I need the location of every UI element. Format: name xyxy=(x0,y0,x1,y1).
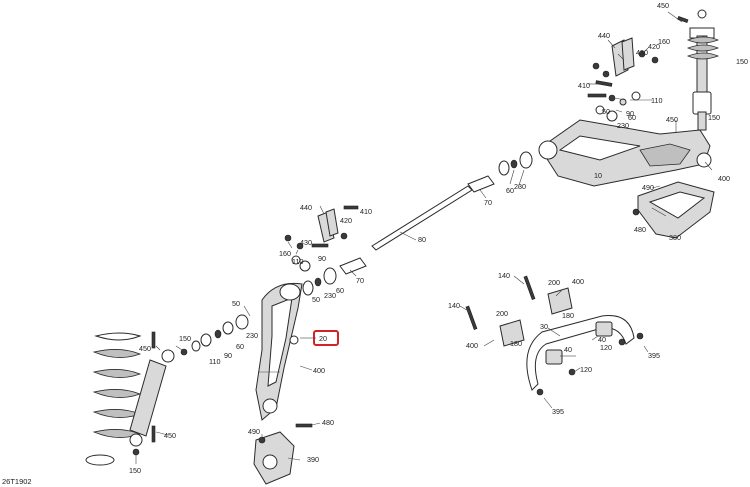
callout-50-left: 50 xyxy=(312,295,320,304)
callout-70-top: 70 xyxy=(484,198,492,207)
callout-200-b: 200 xyxy=(496,309,508,318)
callout-230-arm: 230 xyxy=(246,331,258,340)
lower-shock-spring xyxy=(85,332,142,466)
callout-120-b: 120 xyxy=(580,365,592,374)
callout-400-top: 400 xyxy=(718,174,730,183)
callout-490-knuckle: 490 xyxy=(248,427,260,436)
callout-160-top: 160 xyxy=(658,37,670,46)
callout-80: 80 xyxy=(418,235,426,244)
callout-60-arm: 60 xyxy=(236,342,244,351)
sleeve-70-right xyxy=(467,175,495,193)
callout-400-sway-a: 400 xyxy=(572,277,584,286)
knuckle-390 xyxy=(253,423,313,485)
callout-230-top: 230 xyxy=(617,121,629,130)
callout-90-arm: 90 xyxy=(224,351,232,360)
callout-50-arm: 50 xyxy=(232,299,240,308)
callout-30: 30 xyxy=(540,322,548,331)
skid-plate-380 xyxy=(632,181,715,239)
callout-400-arm: 400 xyxy=(313,366,325,375)
upper-bracket-assembly-right xyxy=(587,37,659,122)
callout-450-low: 450 xyxy=(164,431,176,440)
upper-bracket-assembly-left xyxy=(284,205,359,272)
callout-440-top: 440 xyxy=(598,31,610,40)
bushing-stack-right xyxy=(498,151,533,176)
diagram-code: 26T1902 xyxy=(2,477,32,486)
sleeve-70-left xyxy=(339,257,367,275)
shock-bolt-hardware xyxy=(132,331,188,456)
callout-160-left: 160 xyxy=(279,249,291,258)
callout-395-b: 395 xyxy=(552,407,564,416)
callout-10: 10 xyxy=(594,171,602,180)
callout-20: 20 xyxy=(319,334,327,343)
callout-380: 380 xyxy=(669,233,681,242)
callout-450-shock: 450 xyxy=(139,344,151,353)
callout-420-top: 420 xyxy=(648,42,660,51)
callout-450-top: 450 xyxy=(657,1,669,10)
callout-90-left: 90 xyxy=(318,254,326,263)
callout-440-left: 440 xyxy=(300,203,312,212)
callout-430-top: 430 xyxy=(636,48,648,57)
callout-150-mid: 150 xyxy=(708,113,720,122)
callout-40-b: 40 xyxy=(564,345,572,354)
callout-390: 390 xyxy=(307,455,319,464)
callout-110-left: 110 xyxy=(292,257,303,266)
callout-180-a: 180 xyxy=(562,311,574,320)
callout-180-b: 180 xyxy=(510,339,522,348)
bolt-450-top-right xyxy=(667,11,689,23)
trailing-arm-20 xyxy=(255,282,303,421)
callout-90-top: 90 xyxy=(626,109,634,118)
sway-bar-30 xyxy=(526,314,635,391)
callout-430-left: 430 xyxy=(300,238,312,247)
callout-395-a: 395 xyxy=(648,351,660,360)
callout-150-shock: 150 xyxy=(179,334,191,343)
callout-60-mid: 60 xyxy=(506,186,514,195)
sway-bar-nuts-120 xyxy=(536,332,644,396)
callout-490-top: 490 xyxy=(642,183,654,192)
bushing-stack-left xyxy=(302,267,337,296)
rear-shock-absorber-top xyxy=(686,9,720,131)
callout-150-top: 150 xyxy=(736,57,748,66)
sway-bar-brackets-180 xyxy=(499,287,573,347)
callout-110-top: 110 xyxy=(651,96,662,105)
callout-60-top: 60 xyxy=(628,113,636,122)
callout-40-a: 40 xyxy=(598,335,606,344)
sway-bar-bolts-140 xyxy=(465,275,536,331)
callout-410-top: 410 xyxy=(578,81,590,90)
arm-bushing-stack xyxy=(191,314,249,352)
lower-shock-body xyxy=(129,349,175,447)
callout-450-mid: 450 xyxy=(666,115,678,124)
callout-60-left: 60 xyxy=(336,286,344,295)
callout-70-left: 70 xyxy=(356,276,364,285)
callout-400-sway-b: 400 xyxy=(466,341,478,350)
callout-50-top: 50 xyxy=(602,107,610,116)
callout-140-b: 140 xyxy=(448,301,460,310)
callout-leaders xyxy=(135,39,713,464)
upper-a-arm-right xyxy=(538,119,712,187)
callout-480-knuckle: 480 xyxy=(322,418,334,427)
callout-480-top: 480 xyxy=(634,225,646,234)
callout-230-left: 230 xyxy=(324,291,336,300)
callout-120-a: 120 xyxy=(600,343,612,352)
callout-140-a: 140 xyxy=(498,271,510,280)
callout-410-left: 410 xyxy=(360,207,372,216)
callout-230-mid: 230 xyxy=(514,182,526,191)
callout-200-a: 200 xyxy=(548,278,560,287)
sway-bar-bushings-40 xyxy=(545,321,613,365)
callout-420-left: 420 xyxy=(340,216,352,225)
callout-110-arm: 110 xyxy=(209,357,220,366)
callout-150-low: 150 xyxy=(129,466,141,475)
